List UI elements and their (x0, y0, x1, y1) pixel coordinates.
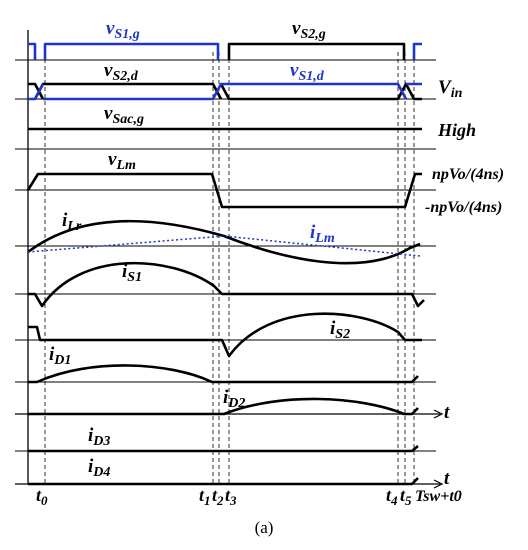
figure-caption: (a) (255, 518, 274, 537)
label-ilm: iLm (310, 222, 335, 246)
vs2d-waveform (28, 82, 422, 101)
time-marker-labels: t0 t1 t2 t3 t4 t5 Tsw+t0 (36, 485, 462, 508)
signal-labels: vS1,g vS2,g vS2,d vS1,d Vin vSac,g High … (49, 18, 504, 489)
is2-waveform (28, 312, 422, 358)
vs1d-waveform (28, 82, 422, 101)
label-t0: t0 (36, 485, 48, 508)
label-vsacg: vSac,g (104, 103, 144, 127)
label-positive-level: npVo/(4ns) (432, 166, 504, 183)
label-t3: t3 (225, 485, 237, 508)
label-ilr: iLr (62, 210, 82, 234)
label-is2: iS2 (330, 318, 350, 342)
id2-waveform (28, 397, 419, 416)
id3-waveform (28, 445, 419, 453)
vs2g-waveform (227, 42, 406, 60)
label-t1: t1 (199, 485, 211, 508)
vs1g-waveform (28, 42, 422, 60)
label-t4: t4 (386, 485, 398, 508)
vlm-waveform (26, 172, 422, 209)
label-tsw: Tsw+t0 (415, 488, 462, 505)
label-t5: t5 (400, 485, 412, 508)
label-id4: iD4 (88, 456, 110, 480)
label-t2: t2 (212, 485, 224, 508)
time-axis-label-2: t (444, 468, 450, 489)
label-id1: iD1 (49, 344, 71, 368)
time-axis-arrow-1 (433, 409, 444, 419)
time-axes (15, 409, 444, 489)
is1-waveform (28, 261, 425, 308)
label-vs2g: vS2,g (292, 18, 326, 42)
label-vlm: vLm (108, 149, 136, 173)
id4-waveform (28, 477, 419, 486)
label-negative-level: -npVo/(4ns) (425, 199, 502, 216)
label-vs1d: vS1,d (290, 60, 325, 84)
label-vs2d: vS2,d (104, 60, 139, 84)
label-high: High (437, 120, 476, 140)
label-id3: iD3 (88, 425, 110, 449)
label-id2: iD2 (223, 387, 245, 411)
label-is1: iS1 (122, 261, 142, 285)
time-axis-arrow-2 (433, 479, 444, 489)
waveforms (26, 42, 425, 486)
id1-waveform (28, 364, 419, 384)
label-vin: Vin (438, 77, 463, 101)
label-vs1g: vS1,g (106, 18, 140, 42)
time-axis-label-1: t (444, 402, 450, 423)
ilr-waveform (27, 219, 421, 265)
